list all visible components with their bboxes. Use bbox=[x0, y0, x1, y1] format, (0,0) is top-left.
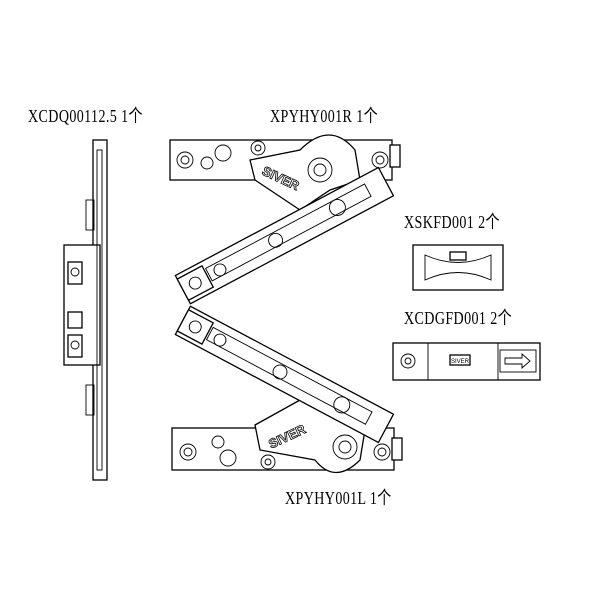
hinge-right-part: SIVER bbox=[169, 134, 401, 305]
guide-part: SIVER bbox=[392, 342, 541, 381]
rail-label: XCDQ00112.5 1个 bbox=[28, 106, 143, 126]
guide-logo: SIVER bbox=[451, 359, 470, 365]
rail-part bbox=[63, 139, 108, 481]
hinge-left-part: SIVER bbox=[171, 305, 403, 474]
block-label: XSKFD001 2个 bbox=[404, 212, 500, 232]
hinge-right-label: XPYHY001R 1个 bbox=[270, 106, 379, 126]
block-part bbox=[412, 244, 504, 291]
guide-label: XCDGFD001 2个 bbox=[404, 308, 513, 328]
hinge-left-label: XPYHY001L 1个 bbox=[285, 488, 392, 508]
